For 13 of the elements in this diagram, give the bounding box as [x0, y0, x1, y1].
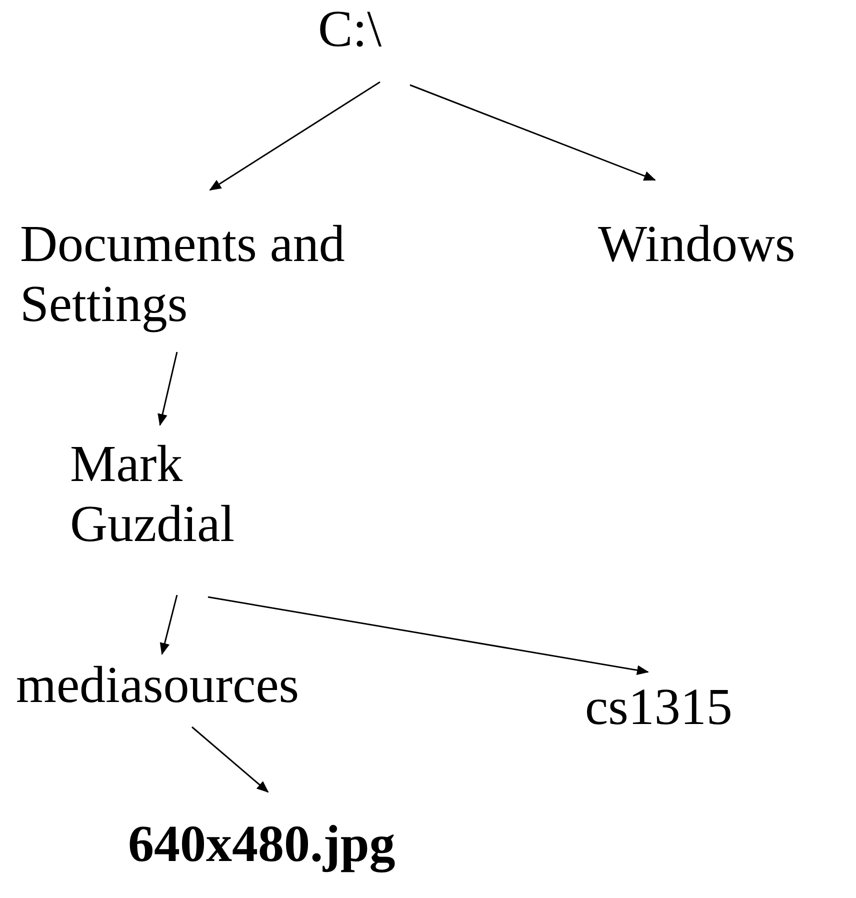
- arrow: [160, 594, 178, 655]
- arrow: [158, 352, 178, 426]
- arrow: [192, 726, 269, 793]
- folder-label: Mark Guzdial: [70, 435, 290, 555]
- arrow: [410, 84, 656, 181]
- arrow: [208, 596, 649, 676]
- arrow: [209, 81, 380, 191]
- folder-label: Windows: [598, 215, 848, 275]
- folder-label: mediasources: [16, 656, 376, 716]
- folder-label: Documents and Settings: [20, 215, 380, 335]
- folder-label: C:\: [318, 0, 408, 60]
- folder-label: cs1315: [585, 678, 785, 738]
- folder-label: 640x480.jpg: [128, 815, 468, 875]
